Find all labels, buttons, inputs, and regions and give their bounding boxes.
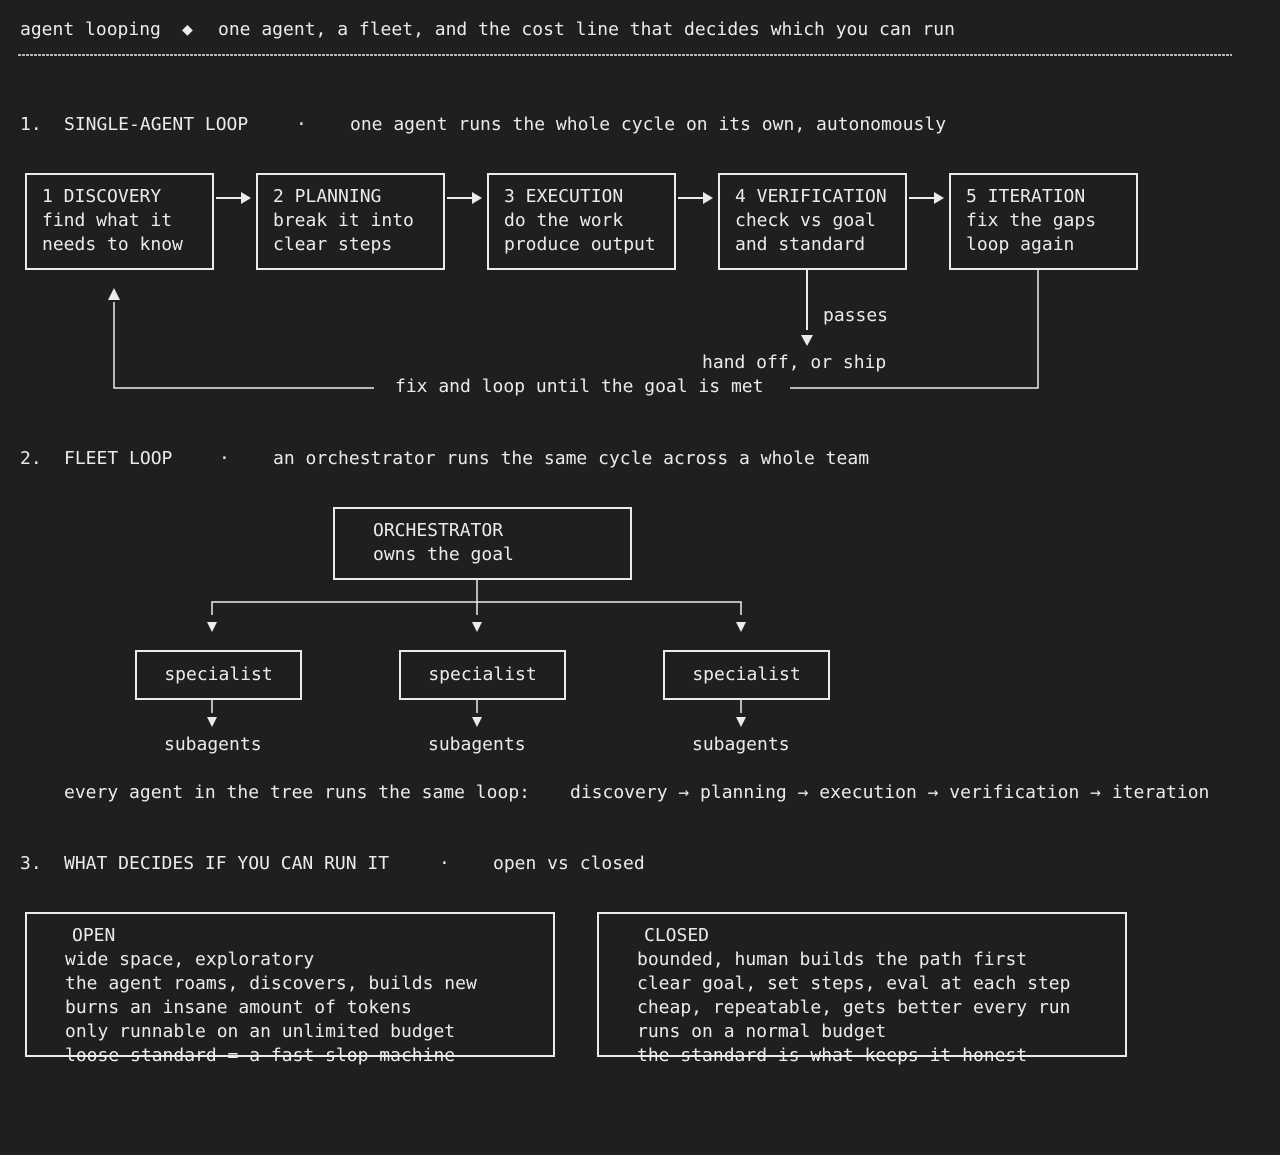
loop-sequence: discovery → planning → execution → verif…	[570, 782, 1210, 803]
step-title: 5 ITERATION	[966, 186, 1086, 207]
closed-title: CLOSED	[637, 924, 1125, 948]
step-line: clear steps	[273, 234, 393, 255]
step-box-iteration: 5 ITERATION fix the gaps loop again	[949, 173, 1138, 270]
loop-prefix: every agent in the tree runs the same lo…	[64, 782, 530, 803]
step-line: loop again	[966, 234, 1075, 255]
section2-description: an orchestrator runs the same cycle acro…	[273, 448, 870, 469]
open-line: only runnable on an unlimited budget	[65, 1021, 456, 1042]
open-panel: OPEN wide space, exploratory the agent r…	[25, 912, 555, 1066]
ship-label: hand off, or ship	[702, 352, 887, 373]
specialist-box: specialist	[135, 650, 302, 700]
step-box-discovery: 1 DISCOVERY find what it needs to know	[25, 173, 214, 270]
subagents-label: subagents	[428, 734, 526, 755]
step-line: and standard	[735, 234, 866, 255]
section2-number: 2.	[20, 448, 42, 469]
open-line: the agent roams, discovers, builds new	[65, 973, 477, 994]
section1-description: one agent runs the whole cycle on its ow…	[350, 114, 947, 135]
open-line: burns an insane amount of tokens	[65, 997, 412, 1018]
step-line: check vs goal	[735, 210, 876, 231]
open-title: OPEN	[65, 924, 553, 948]
open-line: wide space, exploratory	[65, 949, 315, 970]
diamond-icon: ◆	[182, 19, 193, 40]
step-box-execution: 3 EXECUTION do the work produce output	[487, 173, 676, 270]
closed-line: runs on a normal budget	[637, 1021, 887, 1042]
step-line: produce output	[504, 234, 656, 255]
section3-number: 3.	[20, 853, 42, 874]
specialist-box: specialist	[399, 650, 566, 700]
step-title: 1 DISCOVERY	[42, 186, 162, 207]
section3-title: WHAT DECIDES IF YOU CAN RUN IT	[64, 853, 390, 874]
step-line: do the work	[504, 210, 624, 231]
orchestrator-subtitle: owns the goal	[373, 544, 514, 565]
step-line: break it into	[273, 210, 414, 231]
closed-line: cheap, repeatable, gets better every run	[637, 997, 1071, 1018]
specialist-label: specialist	[164, 664, 273, 685]
step-box-planning: 2 PLANNING break it into clear steps	[256, 173, 445, 270]
specialist-box: specialist	[663, 650, 830, 700]
step-title: 3 EXECUTION	[504, 186, 624, 207]
orchestrator-box: ORCHESTRATOR owns the goal	[333, 507, 632, 580]
subagents-label: subagents	[692, 734, 790, 755]
step-line: fix the gaps	[966, 210, 1097, 231]
section2-dot: ·	[219, 448, 230, 469]
section3-description: open vs closed	[493, 853, 645, 874]
subagents-label: subagents	[164, 734, 262, 755]
section1-dot: ·	[296, 114, 307, 135]
step-line: find what it	[42, 210, 173, 231]
closed-line: the standard is what keeps it honest	[637, 1045, 1028, 1066]
step-title: 4 VERIFICATION	[735, 186, 887, 207]
specialist-label: specialist	[692, 664, 801, 685]
passes-label: passes	[823, 305, 889, 326]
section2-title: FLEET LOOP	[64, 448, 173, 469]
page-subtitle: one agent, a fleet, and the cost line th…	[218, 19, 955, 40]
closed-panel: CLOSED bounded, human builds the path fi…	[597, 912, 1127, 1066]
section1-number: 1.	[20, 114, 42, 135]
feedback-loop	[113, 270, 1039, 389]
page-title: agent looping	[20, 19, 161, 40]
loop-label: fix and loop until the goal is met	[395, 376, 764, 397]
step-line: needs to know	[42, 234, 183, 255]
closed-line: bounded, human builds the path first	[637, 949, 1028, 970]
closed-line: clear goal, set steps, eval at each step	[637, 973, 1071, 994]
orchestrator-title: ORCHESTRATOR	[373, 520, 504, 541]
section1-title: SINGLE-AGENT LOOP	[64, 114, 249, 135]
specialist-label: specialist	[428, 664, 537, 685]
open-line: loose standard = a fast slop machine	[65, 1045, 456, 1066]
step-title: 2 PLANNING	[273, 186, 382, 207]
step-box-verification: 4 VERIFICATION check vs goal and standar…	[718, 173, 907, 270]
section3-dot: ·	[439, 853, 450, 874]
